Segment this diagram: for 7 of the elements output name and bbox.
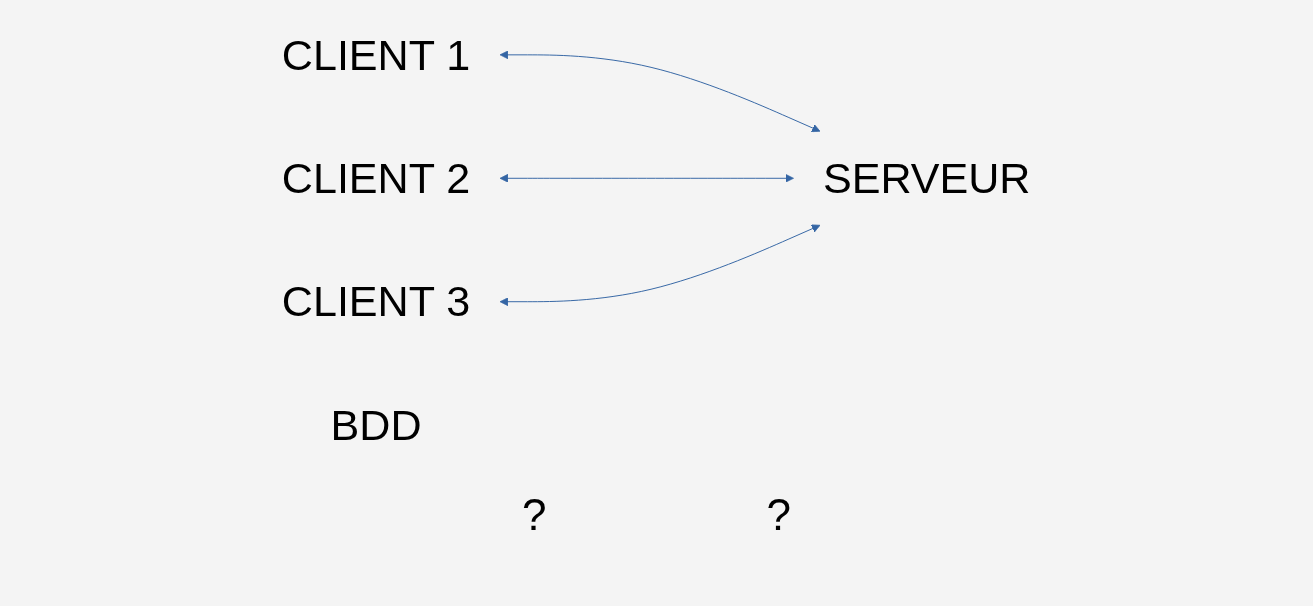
- node-text: CLIENT 3: [282, 277, 471, 326]
- node-text: CLIENT 2: [282, 153, 471, 202]
- label-text: ?: [522, 490, 547, 540]
- node-text: CLIENT 1: [282, 30, 471, 79]
- label-text: ?: [766, 490, 791, 540]
- node-text: SERVEUR: [823, 153, 1031, 202]
- node-text: BDD: [330, 400, 422, 449]
